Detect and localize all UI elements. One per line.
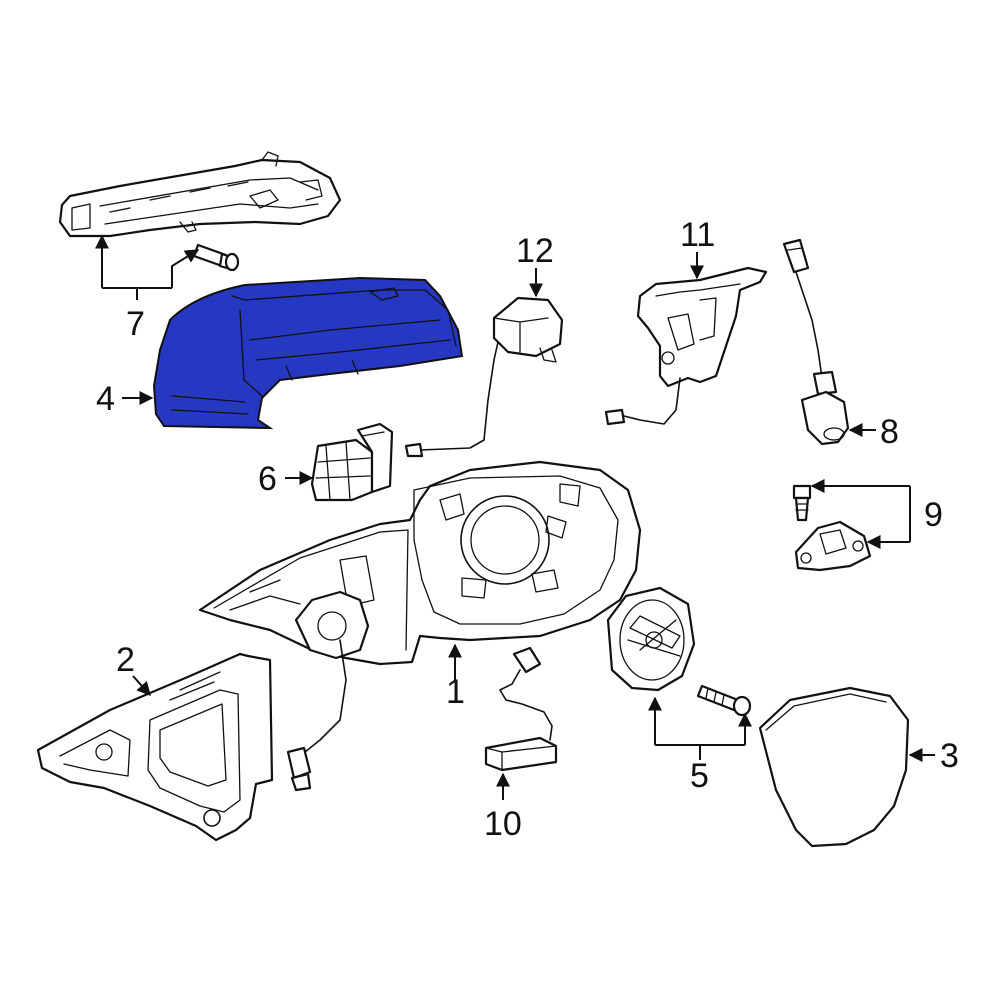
part-5-screw[interactable] [696, 684, 752, 717]
part-10-connector[interactable] [484, 646, 558, 772]
part-7-screw[interactable] [192, 243, 240, 272]
part-7-turn-signal-lamp[interactable] [58, 151, 342, 238]
part-8-sensor[interactable] [782, 238, 850, 446]
callout-3: 3 [940, 737, 959, 775]
part-2-base-trim[interactable] [36, 652, 274, 842]
callout-7: 7 [126, 305, 145, 343]
callout-4: 4 [96, 380, 115, 418]
callout-2: 2 [116, 641, 135, 679]
callout-9: 9 [924, 496, 943, 534]
callout-6: 6 [258, 460, 277, 498]
part-5-actuator[interactable] [606, 586, 696, 692]
part-6-motor[interactable] [310, 422, 394, 502]
part-3-mirror-glass[interactable] [758, 686, 910, 848]
part-11-bracket[interactable] [604, 266, 768, 426]
part-9-bolt[interactable] [792, 484, 812, 522]
part-1-mirror-housing[interactable] [198, 460, 642, 792]
callout-10: 10 [484, 805, 522, 843]
part-4-mirror-cover[interactable] [152, 276, 464, 430]
callout-5: 5 [690, 757, 709, 795]
callout-1: 1 [446, 673, 465, 711]
part-9-bracket[interactable] [794, 520, 872, 572]
leader-lines [95, 234, 935, 800]
callout-8: 8 [880, 413, 899, 451]
callout-11: 11 [680, 216, 715, 254]
callout-12: 12 [516, 232, 554, 270]
part-12-module[interactable] [404, 296, 564, 458]
